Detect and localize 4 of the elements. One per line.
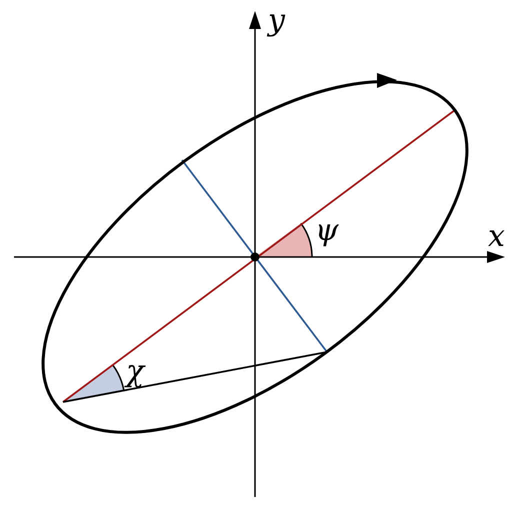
angle-label: χ — [126, 357, 144, 387]
axis-label: x — [488, 222, 505, 252]
axis-label: y — [268, 6, 285, 36]
angle-label: ψ — [315, 216, 339, 246]
